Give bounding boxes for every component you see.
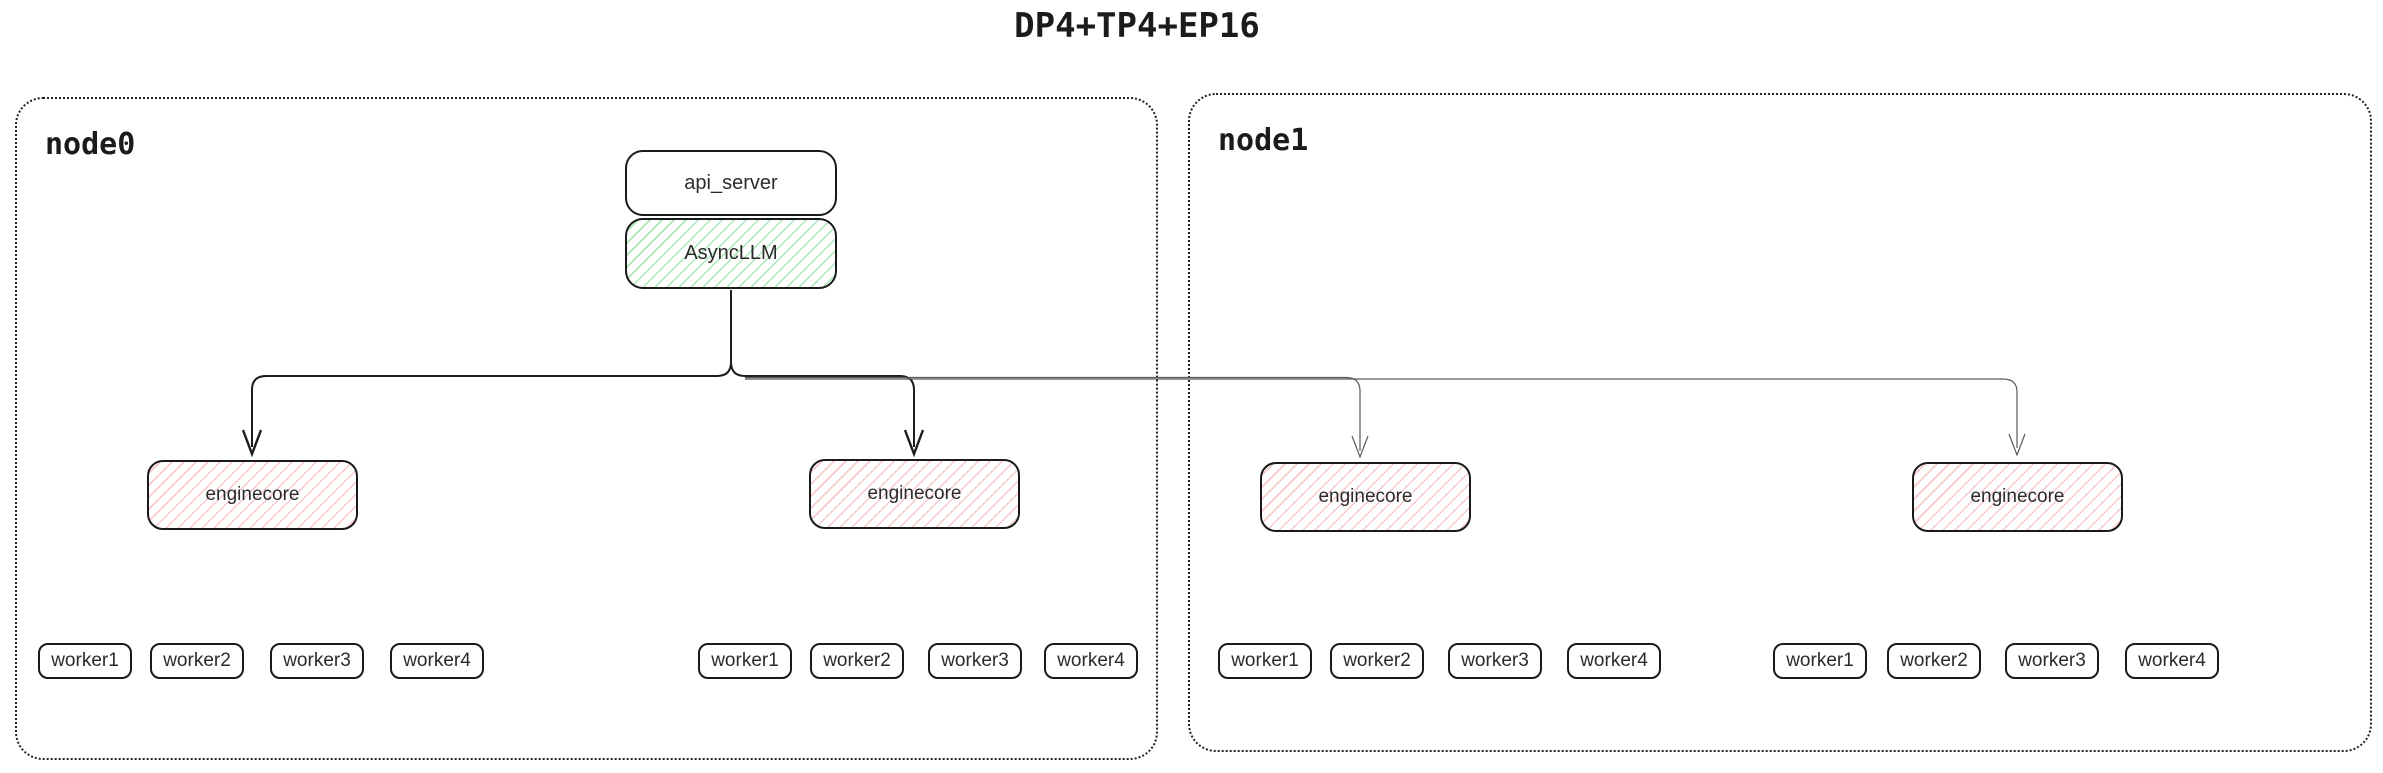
worker-box: worker2	[150, 643, 244, 679]
worker-box: worker2	[1887, 643, 1981, 679]
enginecore-label: enginecore	[867, 483, 962, 504]
node0-enginecore-2: enginecore	[809, 459, 1020, 529]
worker-box: worker4	[1044, 643, 1138, 679]
worker-box: worker2	[810, 643, 904, 679]
node0-label: node0	[45, 127, 136, 162]
enginecore-label: enginecore	[1970, 486, 2065, 507]
worker-box: worker4	[2125, 643, 2219, 679]
asyncllm-label: AsyncLLM	[684, 242, 778, 264]
worker-box: worker4	[1567, 643, 1661, 679]
worker-box: worker4	[390, 643, 484, 679]
enginecore-label: enginecore	[205, 484, 300, 505]
worker-box: worker1	[698, 643, 792, 679]
diagram-title: DP4+TP4+EP16	[1014, 6, 1260, 46]
api-server-box: api_server	[625, 150, 837, 216]
worker-box: worker3	[928, 643, 1022, 679]
worker-box: worker1	[1218, 643, 1312, 679]
enginecore-label: enginecore	[1318, 486, 1413, 507]
asyncllm-box: AsyncLLM	[625, 218, 837, 289]
worker-box: worker3	[270, 643, 364, 679]
worker-box: worker3	[1448, 643, 1542, 679]
node1-enginecore-2: enginecore	[1912, 462, 2123, 532]
node1-label: node1	[1218, 123, 1309, 158]
node1-enginecore-1: enginecore	[1260, 462, 1471, 532]
node0-enginecore-1: enginecore	[147, 460, 358, 530]
worker-box: worker3	[2005, 643, 2099, 679]
api-server-label: api_server	[684, 171, 778, 194]
worker-box: worker1	[38, 643, 132, 679]
worker-box: worker1	[1773, 643, 1867, 679]
worker-box: worker2	[1330, 643, 1424, 679]
